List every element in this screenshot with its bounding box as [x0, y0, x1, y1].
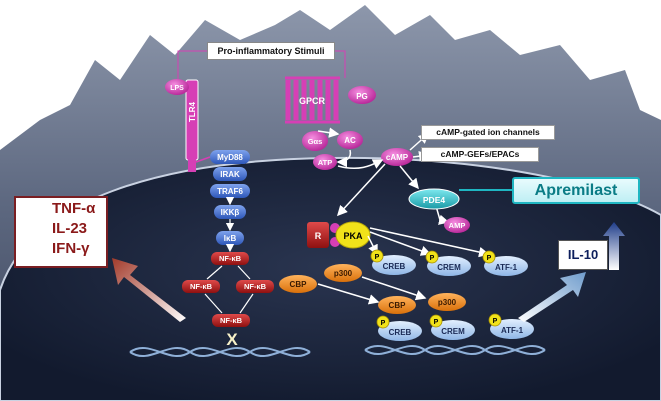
il10-label: IL-10: [558, 240, 608, 270]
svg-text:NF-κB: NF-κB: [219, 254, 242, 263]
p300-node: [324, 264, 362, 282]
block-x: X: [226, 330, 238, 349]
svg-text:MyD88: MyD88: [217, 153, 243, 162]
lps-label: LPS: [170, 85, 184, 92]
creb-node: [372, 255, 416, 275]
creb-label-2: CREB: [389, 328, 412, 337]
cytokine-ifng: IFN-γ: [52, 240, 90, 257]
atp-node: [313, 154, 337, 170]
pde4-node: [408, 188, 460, 210]
il10-output-arrow: [518, 272, 586, 322]
svg-text:P: P: [375, 254, 380, 261]
atf1-label: ATF-1: [495, 263, 518, 272]
atp-label: ATP: [318, 158, 332, 167]
gpcr-receptor: [285, 76, 340, 124]
apremilast-label: Apremilast: [512, 177, 640, 204]
increase-arrow-icon: [603, 222, 625, 270]
pg-node: [348, 86, 376, 104]
atf1-label-2: ATF-1: [501, 326, 524, 335]
svg-text:TRAF6: TRAF6: [217, 187, 243, 196]
tlr4-label: TLR4: [188, 101, 197, 122]
ac-node: [337, 131, 363, 149]
gas-node: [302, 131, 328, 151]
cbp-node-2: [378, 296, 416, 314]
tlr4-to-myd88: [195, 156, 211, 163]
amp-label: AMP: [449, 221, 466, 230]
camp-label: cAMP: [386, 153, 409, 162]
svg-text:P: P: [430, 255, 435, 262]
r-subunit: [307, 222, 329, 248]
pde4-label: PDE4: [423, 195, 445, 205]
nfkb-right-label: NF-κB: [244, 282, 267, 291]
gpcr-label: GPCR: [299, 96, 326, 106]
crem-label-2: CREM: [441, 327, 465, 336]
creb-node-2: [378, 321, 422, 341]
crem-label: CREM: [437, 263, 461, 272]
nfkb-dna-label: NF-κB: [220, 316, 243, 325]
pka-label: PKA: [343, 231, 363, 241]
atf1-node: [484, 256, 528, 276]
gas-label: Gαs: [308, 137, 323, 146]
creb-label: CREB: [383, 262, 406, 271]
svg-text:IκB: IκB: [224, 234, 237, 243]
phospho-row2: P P P: [376, 313, 502, 329]
camp-gated-channels-label: cAMP-gated ion channels: [421, 125, 555, 140]
camp-node: [381, 148, 413, 166]
nfkb-dna: [212, 314, 250, 327]
crem-node-2: [431, 320, 475, 340]
atf1-node-2: [490, 319, 534, 339]
cbp-label-2: CBP: [389, 301, 407, 310]
dna-helix-right: [364, 344, 546, 356]
cytokine-tnf: TNF-α: [52, 200, 96, 217]
downregulated-cytokines-box: TNF-α IL-23 IFN-γ: [14, 196, 108, 268]
lps-node: [165, 79, 189, 95]
nfkb-left-label: NF-κB: [190, 282, 213, 291]
svg-text:P: P: [487, 255, 492, 262]
svg-text:P: P: [493, 318, 498, 325]
p300-node-2: [428, 293, 466, 311]
svg-text:IRAK: IRAK: [220, 170, 240, 179]
tlr4-stub: [188, 152, 196, 172]
camp-gefs-label: cAMP-GEFs/EPACs: [421, 147, 539, 162]
crem-node: [427, 256, 471, 276]
stimuli-label: Pro-inflammatory Stimuli: [207, 42, 335, 60]
svg-text:IKKβ: IKKβ: [221, 208, 240, 217]
p300-label: p300: [334, 269, 353, 278]
phospho-row1: P P P: [370, 249, 496, 264]
proinflammatory-output-arrow: [112, 258, 186, 322]
amp-node: [444, 217, 470, 233]
p300-label-2: p300: [438, 298, 457, 307]
nfkb-right: [236, 280, 274, 293]
dna-helix-left: [129, 346, 311, 358]
nfkb-merge-arrows: [204, 293, 254, 314]
tlr-cascade: MyD88 IRAK TRAF6 IKKβ IκB NF-κB: [210, 150, 250, 265]
ac-label: AC: [344, 136, 356, 145]
nfkb-left: [182, 280, 220, 293]
stimuli-connector: [177, 50, 346, 79]
r-label: R: [315, 231, 322, 241]
cytokine-il23: IL-23: [52, 220, 88, 237]
coactivator-arrows: [317, 276, 427, 305]
nfkb-split-arrows: [206, 265, 251, 280]
pka-node: [335, 221, 371, 249]
cbp-label: CBP: [290, 280, 308, 289]
pg-label: PG: [356, 92, 368, 101]
svg-text:P: P: [434, 319, 439, 326]
cbp-node: [279, 275, 317, 293]
svg-text:P: P: [381, 320, 386, 327]
